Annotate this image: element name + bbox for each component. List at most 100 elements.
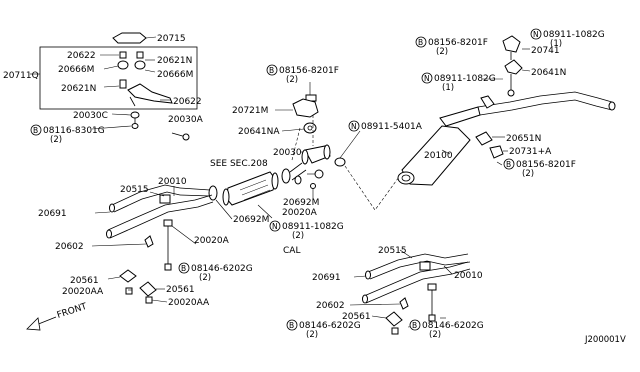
bolt-08156-lower: B xyxy=(503,158,515,170)
label-08146-left: 08146-6202G xyxy=(191,264,253,274)
label-20010-right: 20010 xyxy=(454,271,483,281)
muffler-20100 xyxy=(401,125,471,186)
label-20721M: 20721M xyxy=(232,106,268,116)
front-pipe-right xyxy=(349,249,471,335)
middle-hanger xyxy=(275,82,319,134)
label-20561-right: 20561 xyxy=(342,312,371,322)
arrow-icon xyxy=(26,317,41,331)
label-08911-1082G-right-qty: (1) xyxy=(550,39,562,49)
bolt-badge-icon xyxy=(30,124,42,136)
label-20711Q: 20711Q xyxy=(3,71,39,81)
label-20602-right: 20602 xyxy=(316,301,345,311)
nut-badge-icon xyxy=(421,72,433,84)
svg-text:B: B xyxy=(289,321,294,330)
label-20666M-right: 20666M xyxy=(157,70,193,80)
label-20030C: 20030C xyxy=(73,111,108,121)
label-20561-b: 20561 xyxy=(166,285,195,295)
label-20691-right: 20691 xyxy=(312,273,341,283)
label-20715: 20715 xyxy=(157,34,186,44)
svg-text:N: N xyxy=(351,122,357,131)
bolt-08146-right-a: B xyxy=(286,319,298,331)
label-08911-1082G-right: 08911-1082G xyxy=(543,30,605,40)
bolt-08156-mid: B xyxy=(266,64,278,76)
rubber-20641NA xyxy=(303,122,317,134)
clamp-20561-right xyxy=(385,311,403,327)
nut-08911-1082G-low: N xyxy=(269,220,281,232)
svg-text:N: N xyxy=(533,30,539,39)
label-08911-1082G-low-qty: (2) xyxy=(292,231,304,241)
gasket-20692M-a xyxy=(281,168,291,184)
label-20651N: 20651N xyxy=(506,134,541,144)
bracket-20741 xyxy=(502,35,521,53)
bolt-08146-left: B xyxy=(178,262,190,274)
label-08156-right-qty: (2) xyxy=(436,47,448,57)
nut-badge-icon xyxy=(530,28,542,40)
label-08156-right: 08156-8201F xyxy=(428,38,488,48)
nut-08911-1082G-right: N xyxy=(530,28,542,40)
bolt-badge-icon xyxy=(266,64,278,76)
main-muffler-assembly xyxy=(397,35,616,186)
label-20731A: 20731+A xyxy=(509,147,552,157)
label-20602-left: 20602 xyxy=(55,242,84,252)
label-08156-lower-qty: (2) xyxy=(522,169,534,179)
label-20561-a: 20561 xyxy=(70,276,99,286)
label-20020AA-b: 20020AA xyxy=(168,298,210,308)
nut-08911-1082G-mid: N xyxy=(421,72,433,84)
label-08146-right-a-qty: (2) xyxy=(306,330,318,340)
label-20030A-top: 20030A xyxy=(168,115,204,125)
diagram-code: J200001V xyxy=(584,335,626,345)
label-08116: 08116-8301G xyxy=(43,126,105,136)
bolt-badge-icon xyxy=(286,319,298,331)
svg-text:B: B xyxy=(506,160,511,169)
label-20020A-mid: 20020A xyxy=(282,208,318,218)
clamp-20561-b xyxy=(139,281,157,297)
nut-08911-5401A: N xyxy=(348,120,360,132)
bracket-20715 xyxy=(112,32,147,44)
bolt-08156-right: B xyxy=(415,36,427,48)
catalytic-converter xyxy=(225,171,277,206)
svg-text:N: N xyxy=(272,222,278,231)
label-20515-left: 20515 xyxy=(120,185,149,195)
label-20020A-low: 20020A xyxy=(194,236,230,246)
label-20691-left: 20691 xyxy=(38,209,67,219)
assembly-box xyxy=(39,46,198,110)
label-08156-mid: 08156-8201F xyxy=(279,66,339,76)
label-08911-5401A: 08911-5401A xyxy=(361,122,423,132)
svg-text:B: B xyxy=(269,66,274,75)
label-20641N: 20641N xyxy=(531,68,566,78)
bolt-badge-icon xyxy=(409,319,421,331)
front-pipe-left xyxy=(91,184,214,304)
label-20100: 20100 xyxy=(424,151,453,161)
center-pipe-and-converter xyxy=(208,115,405,211)
label-20692M-a: 20692M xyxy=(283,198,319,208)
label-20010-left: 20010 xyxy=(158,177,187,187)
gasket-20692M-b xyxy=(208,185,218,201)
label-08146-right-b-qty: (2) xyxy=(429,330,441,340)
bolt-08116: B xyxy=(30,124,42,136)
rubber-20651N xyxy=(475,131,493,146)
label-front: FRONT xyxy=(56,302,89,321)
label-20621N-top: 20621N xyxy=(157,56,192,66)
bracket-20622 xyxy=(127,83,173,104)
label-08156-mid-qty: (2) xyxy=(286,75,298,85)
label-08156-lower: 08156-8201F xyxy=(516,160,576,170)
bolt-badge-icon xyxy=(503,158,515,170)
nut-badge-icon xyxy=(348,120,360,132)
svg-text:N: N xyxy=(424,74,430,83)
rubber-20641N xyxy=(504,59,523,75)
svg-text:B: B xyxy=(418,38,423,47)
label-08146-right-b: 08146-6202G xyxy=(422,321,484,331)
label-08146-right-a: 08146-6202G xyxy=(299,321,361,331)
label-20622-top: 20622 xyxy=(67,51,96,61)
svg-text:B: B xyxy=(181,264,186,273)
label-20030: 20030 xyxy=(273,148,302,158)
bracket-20731A xyxy=(489,145,504,159)
label-20641NA: 20641NA xyxy=(238,127,280,137)
label-08146-left-qty: (2) xyxy=(199,273,211,283)
label-08911-1082G-mid: 08911-1082G xyxy=(434,74,496,84)
hanger-20721M xyxy=(292,98,319,118)
label-cal: CAL xyxy=(283,246,300,256)
label-20666M-left: 20666M xyxy=(58,65,94,75)
label-20692M-b: 20692M xyxy=(233,215,269,225)
